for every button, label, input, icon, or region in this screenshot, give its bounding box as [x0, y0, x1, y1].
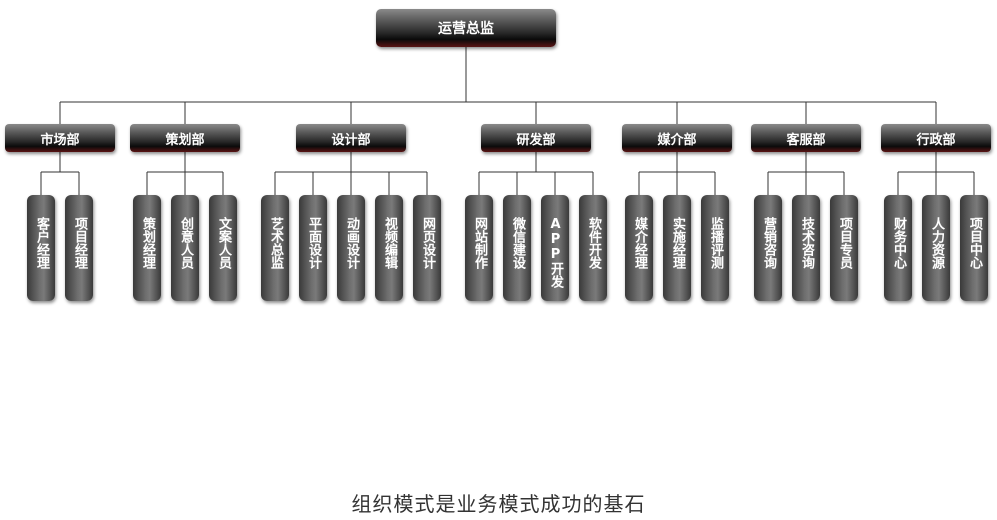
role-node: 软件开发 [579, 195, 607, 301]
role-node: 监播评测 [701, 195, 729, 301]
role-node: 实施经理 [663, 195, 691, 301]
role-node: 人力资源 [922, 195, 950, 301]
role-node: 平面设计 [299, 195, 327, 301]
role-node: 项目经理 [65, 195, 93, 301]
role-node: 动画设计 [337, 195, 365, 301]
department-node: 客服部 [751, 124, 861, 152]
department-node: 市场部 [5, 124, 115, 152]
department-node: 媒介部 [622, 124, 732, 152]
role-node: 项目中心 [960, 195, 988, 301]
role-node: 媒介经理 [625, 195, 653, 301]
role-node: 技术咨询 [792, 195, 820, 301]
role-node: 客户经理 [27, 195, 55, 301]
role-node: APP开发 [541, 195, 569, 301]
role-node: 网站制作 [465, 195, 493, 301]
role-node: 视频编辑 [375, 195, 403, 301]
caption: 组织模式是业务模式成功的基石 [351, 492, 646, 516]
role-node: 营销咨询 [754, 195, 782, 301]
role-node: 创意人员 [171, 195, 199, 301]
role-node: 网页设计 [413, 195, 441, 301]
role-node: 艺术总监 [261, 195, 289, 301]
department-node: 行政部 [881, 124, 991, 152]
role-node: 微信建设 [503, 195, 531, 301]
department-node: 设计部 [296, 124, 406, 152]
top-node: 运营总监 [376, 9, 556, 47]
role-node: 财务中心 [884, 195, 912, 301]
department-node: 研发部 [481, 124, 591, 152]
role-node: 策划经理 [133, 195, 161, 301]
role-node: 项目专员 [830, 195, 858, 301]
department-node: 策划部 [130, 124, 240, 152]
role-node: 文案人员 [209, 195, 237, 301]
